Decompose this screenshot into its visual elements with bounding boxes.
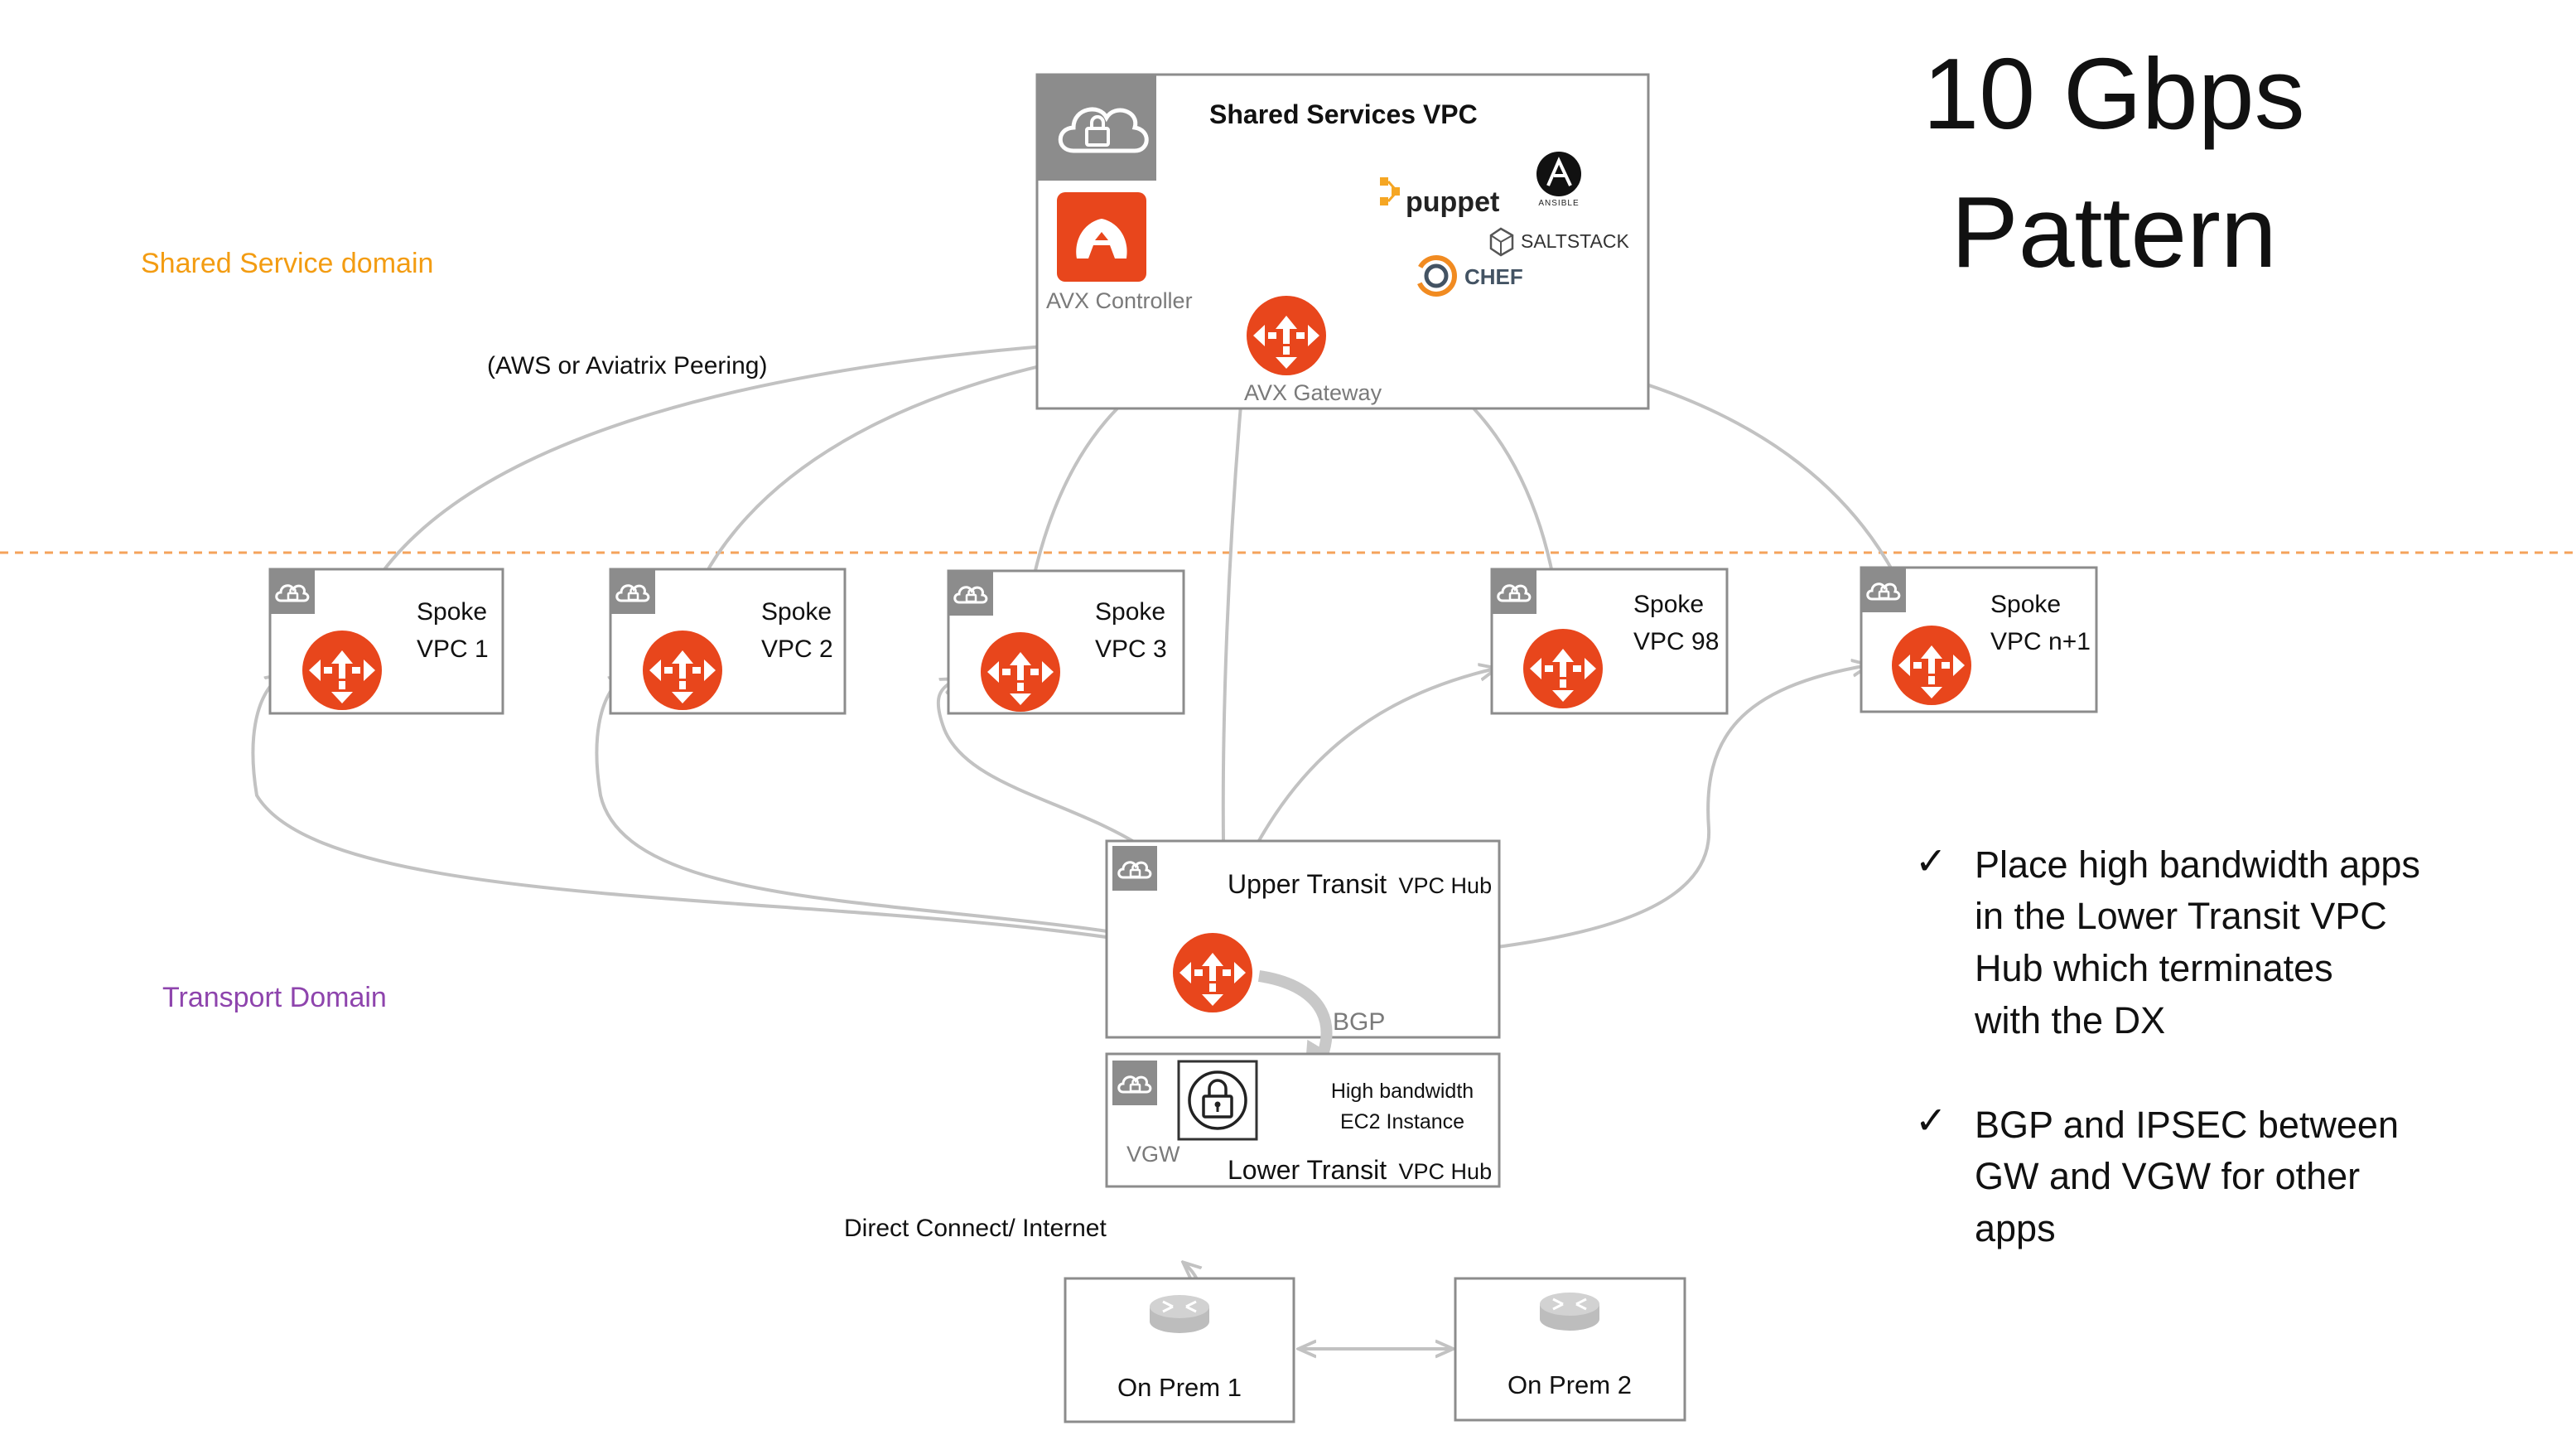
bullet-1-line-1: Place high bandwidth apps [1975,843,2420,886]
avx-gateway-label: AVX Gateway [1244,380,1382,405]
peering-label: (AWS or Aviatrix Peering) [487,352,767,379]
spoke-3-label-line2: VPC 3 [1095,635,1167,663]
bullet-1-line-4: with the DX [1974,999,2165,1041]
on-prem-2: On Prem 2 [1454,1277,1686,1422]
vgw-label: VGW [1126,1142,1180,1167]
lower-transit-suffix: VPC Hub [1399,1159,1493,1184]
ansible-text: ANSIBLE [1538,199,1579,208]
spoke-98-gateway-icon[interactable] [1523,629,1603,708]
lower-transit-main: Lower Transit [1228,1155,1387,1185]
spoke-2-label-line1: Spoke [761,598,832,626]
cloud-lock-icon [609,568,657,616]
puppet-text: puppet [1406,186,1499,218]
on-prem-1-router-icon[interactable] [1148,1293,1211,1335]
cloud-lock-icon [1860,566,1908,614]
spoke-vpc-3: Spoke VPC 3 [947,569,1185,715]
spoke-3-gateway-icon[interactable] [981,632,1060,712]
upper-transit-gateway-icon[interactable] [1173,933,1252,1012]
on-prem-1-label: On Prem 1 [1117,1373,1242,1402]
title-line-2: Pattern [1951,176,2276,288]
bullet-1-line-3: Hub which terminates [1975,947,2333,989]
on-prem-1: On Prem 1 [1064,1277,1295,1423]
avx-gateway-icon[interactable] [1247,296,1326,375]
avx-controller-icon[interactable] [1057,192,1146,282]
connectors [251,333,1922,1355]
upper-transit-suffix: VPC Hub [1399,873,1493,898]
on-prem-2-router-icon[interactable] [1538,1291,1601,1332]
direct-connect-label: Direct Connect/ Internet [844,1215,1107,1242]
check-icon: ✓ [1915,838,1947,883]
spoke-2-gateway-icon[interactable] [643,631,722,710]
vgw-lock-icon[interactable] [1177,1060,1258,1141]
cloud-lock-icon [268,568,316,616]
chef-logo: CHEF [1416,255,1523,297]
shared-vpc-cloud-icon [1058,107,1149,153]
spoke-n1-gateway-icon[interactable] [1892,626,1971,705]
transit-line-spoke-2 [595,675,1206,950]
saltstack-text: SALTSTACK [1521,230,1629,252]
shared-vpc-title: Shared Services VPC [1209,99,1478,129]
bullet-list: ✓ Place high bandwidth apps in the Lower… [1915,838,2420,1249]
spoke-98-label-line2: VPC 98 [1633,628,1719,655]
spoke-n1-label-line2: VPC n+1 [1990,628,2091,655]
title-line-1: 10 Gbps [1922,37,2304,150]
spoke-1-label-line2: VPC 1 [417,635,489,663]
spoke-3-label-line1: Spoke [1095,598,1165,626]
high-bandwidth-label-line2: EC2 Instance [1340,1110,1464,1133]
on-prem-2-label: On Prem 2 [1507,1370,1632,1399]
saltstack-logo: SALTSTACK [1489,227,1629,257]
spoke-vpc-n1: Spoke VPC n+1 [1860,566,2098,713]
lower-transit-vpc: High bandwidth EC2 Instance VGW Lower Tr… [1105,1052,1501,1188]
chef-text: CHEF [1464,264,1523,289]
spoke-vpc-2: Spoke VPC 2 [609,568,847,715]
cloud-lock-icon [1111,1059,1159,1107]
transit-line-spoke-1 [251,675,1202,954]
cloud-lock-icon [947,569,995,617]
spoke-vpc-1: Spoke VPC 1 [268,568,504,715]
spoke-98-label-line1: Spoke [1633,591,1704,618]
shared-service-domain-label: Shared Service domain [141,248,433,279]
high-bandwidth-label-line1: High bandwidth [1331,1080,1474,1103]
puppet-logo: puppet [1380,177,1499,218]
upper-transit-vpc: Upper Transit VPC Hub [1105,839,1501,1039]
spoke-1-label-line1: Spoke [417,598,487,626]
transport-domain-label: Transport Domain [162,982,387,1013]
spoke-n1-label-line1: Spoke [1990,591,2061,618]
bullet-2-line-2: GW and VGW for other [1975,1155,2360,1197]
bullet-2-line-1: BGP and IPSEC between [1975,1104,2399,1146]
upper-transit-main: Upper Transit [1228,869,1387,899]
spoke-1-gateway-icon[interactable] [302,631,382,710]
spoke-2-label-line2: VPC 2 [761,635,833,663]
cloud-lock-icon [1490,568,1538,616]
avx-controller-label: AVX Controller [1046,288,1193,313]
ansible-logo: ANSIBLE [1536,152,1581,208]
bgp-label: BGP [1333,1008,1385,1036]
cloud-lock-icon [1111,844,1159,892]
bullet-2-line-3: apps [1975,1207,2056,1249]
lower-transit-title: Lower Transit VPC Hub [1228,1155,1492,1185]
bullet-1-line-2: in the Lower Transit VPC [1975,895,2387,937]
check-icon: ✓ [1915,1098,1947,1143]
spoke-vpc-98: Spoke VPC 98 [1490,568,1729,715]
upper-transit-title: Upper Transit VPC Hub [1228,869,1492,899]
shared-services-vpc: Shared Services VPC AVX Controller puppe… [1035,73,1650,410]
